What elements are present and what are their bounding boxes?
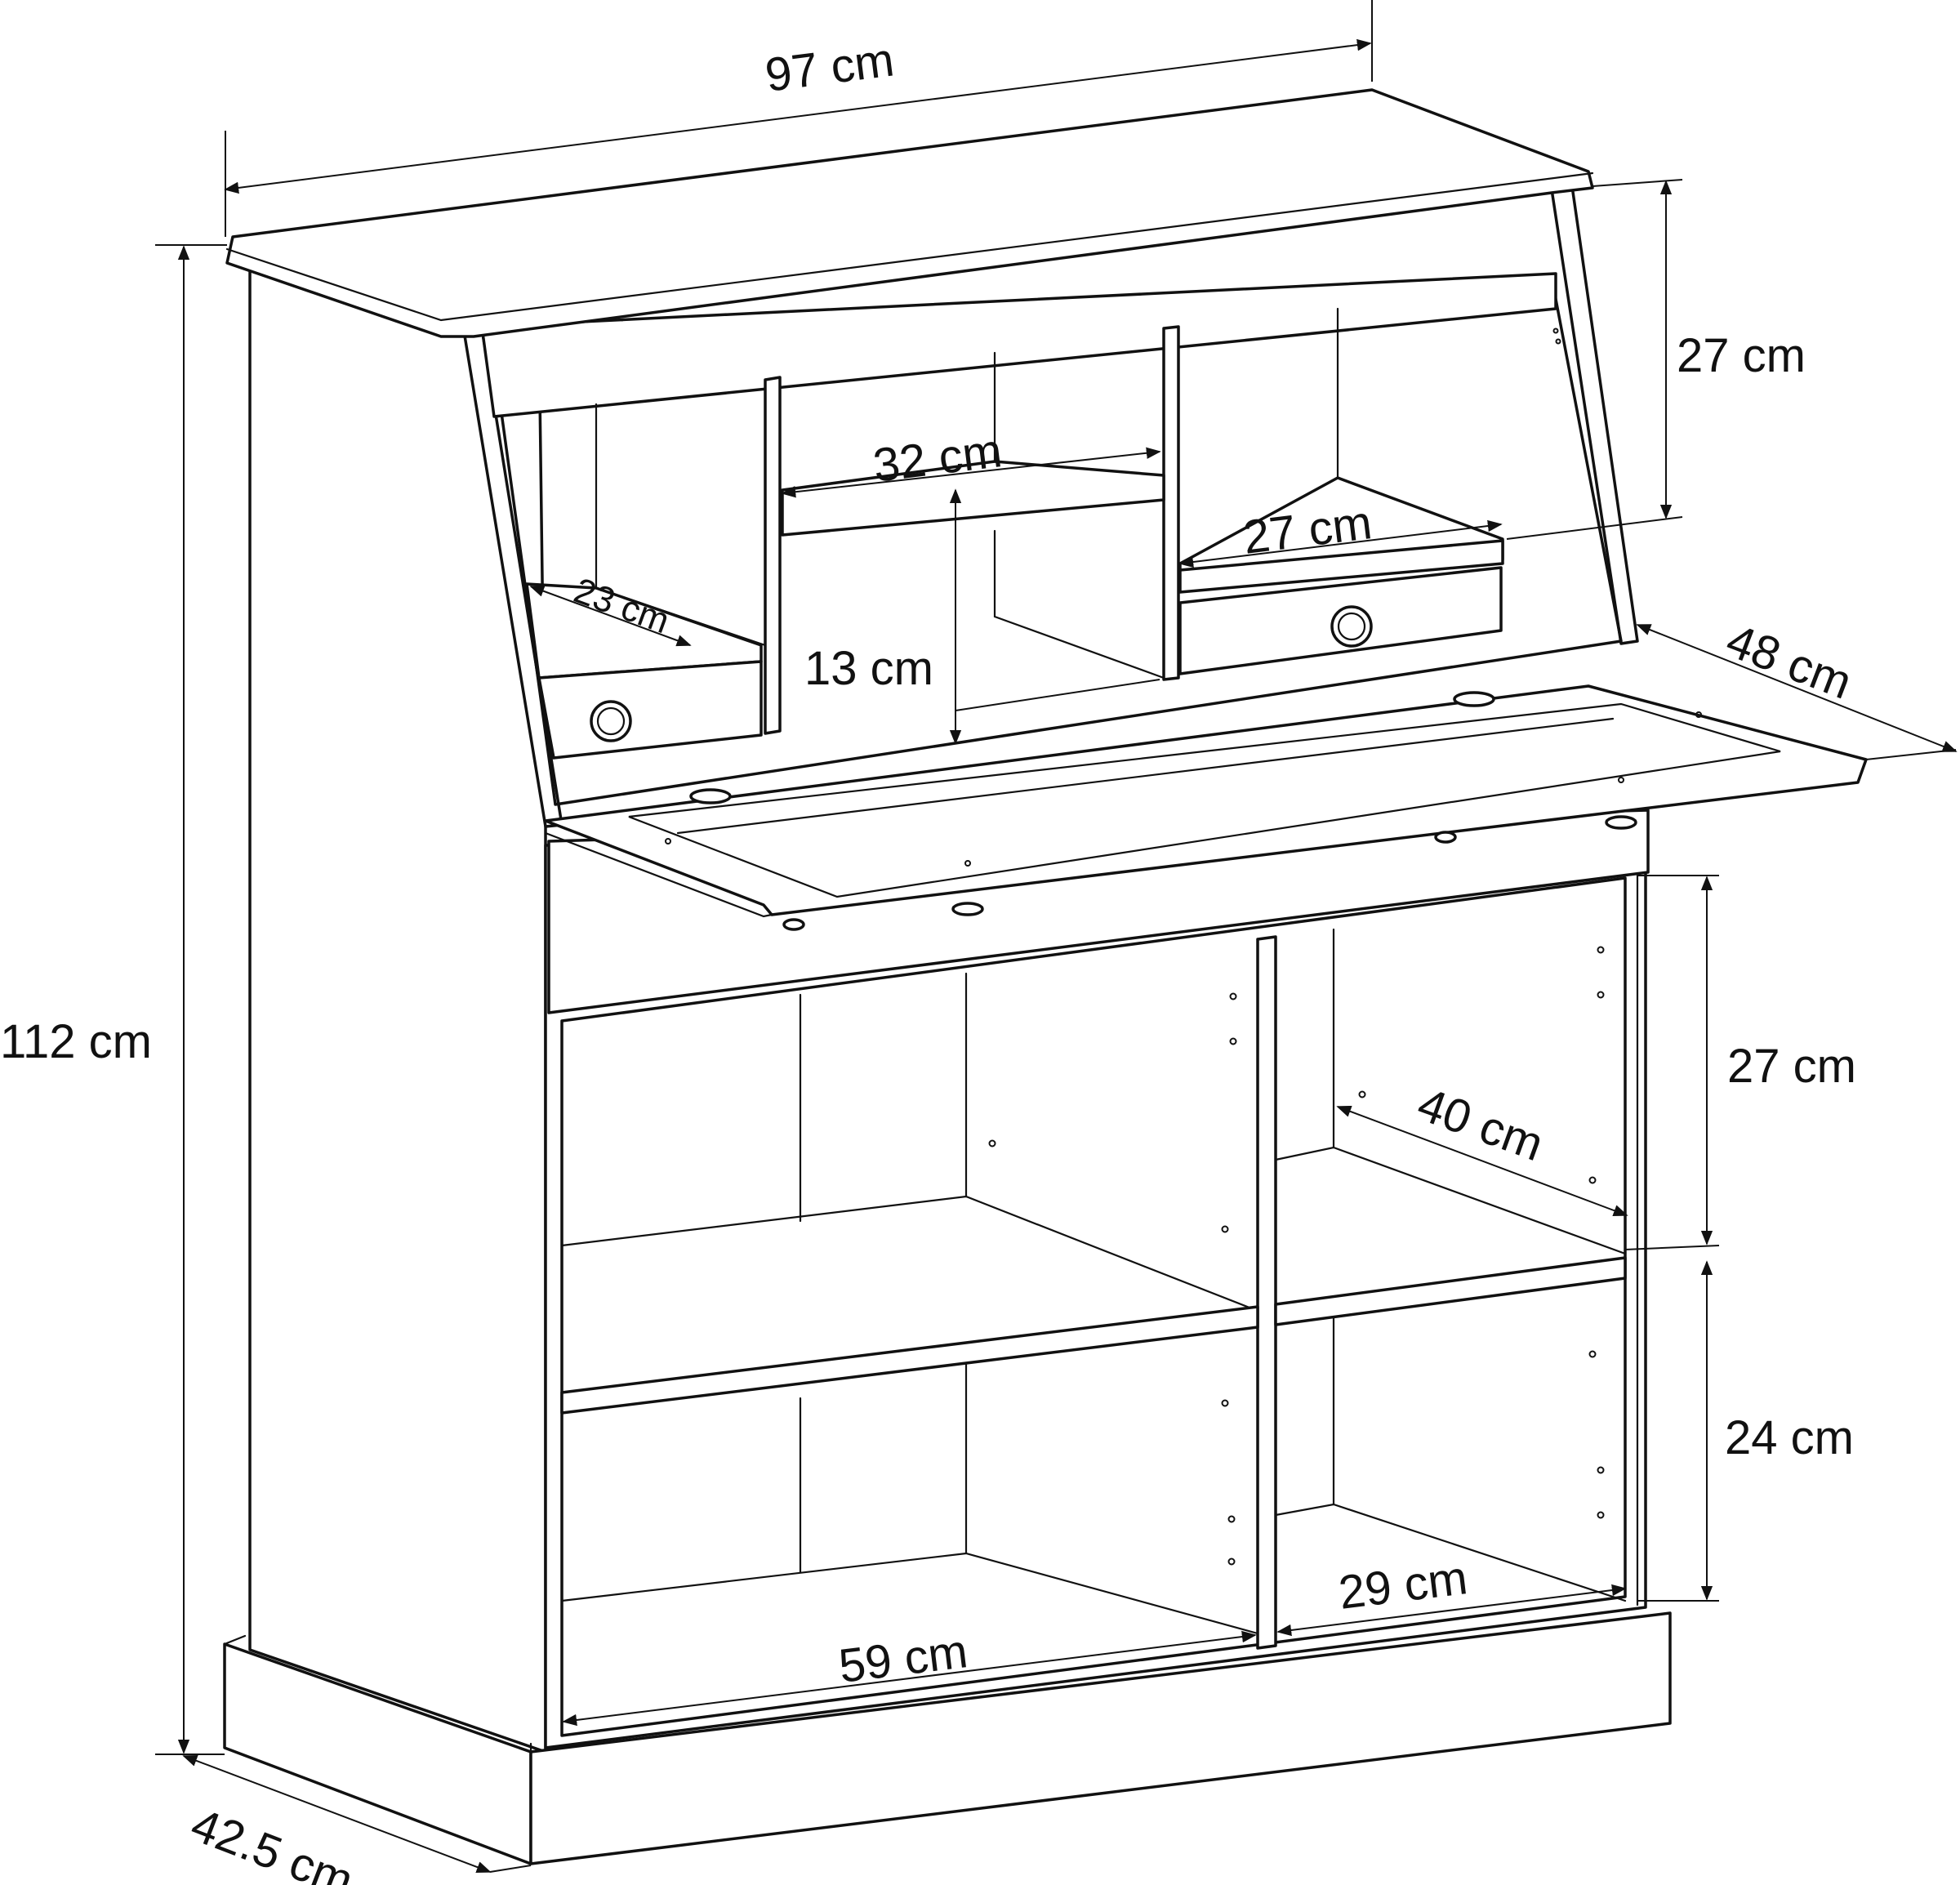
flap-outer bbox=[544, 684, 1868, 916]
divider-right bbox=[1162, 325, 1180, 681]
pigeonhole-top-rail bbox=[480, 272, 1557, 418]
label-top-height: 27 cm bbox=[1677, 329, 1806, 382]
middle-shelf bbox=[560, 1305, 1259, 1415]
flap-dot bbox=[964, 860, 971, 867]
flap-dot bbox=[665, 838, 671, 844]
left-drawer-front bbox=[537, 660, 763, 760]
label-24: 24 cm bbox=[1725, 1411, 1854, 1464]
left-back-verticals bbox=[799, 972, 968, 1574]
divider-left bbox=[764, 376, 782, 735]
top-panel-edge bbox=[225, 172, 1594, 322]
flap-bottom-edge bbox=[544, 819, 773, 918]
label-13: 13 cm bbox=[804, 642, 933, 695]
left-drawer-knob-inner bbox=[596, 706, 626, 736]
dim-flap-line bbox=[1636, 624, 1958, 752]
right-back-shelf-lines bbox=[1274, 1146, 1627, 1602]
hinge-dot bbox=[1555, 338, 1561, 345]
dimension-lines bbox=[155, 0, 1958, 1873]
right-drawer-knob-inner bbox=[1337, 612, 1366, 641]
lower-right-edge bbox=[1624, 872, 1639, 1606]
label-flap: 48 cm bbox=[1719, 613, 1859, 709]
flap-hinges bbox=[689, 691, 1637, 931]
label-depth: 42.5 cm bbox=[184, 1798, 360, 1885]
dim-depth-line bbox=[182, 1755, 492, 1873]
dim-40-line bbox=[1336, 1105, 1628, 1217]
dim-23-line bbox=[529, 585, 692, 647]
cabinet-body bbox=[223, 266, 1672, 1865]
dim-59-line bbox=[562, 1630, 1257, 1727]
dim-27-drawer-line bbox=[1178, 519, 1503, 568]
hinge-dot bbox=[1552, 328, 1559, 334]
upper-right-slant bbox=[1550, 185, 1639, 645]
left-back-shelf-lines bbox=[560, 1195, 1259, 1635]
label-height: 112 cm bbox=[0, 1015, 152, 1068]
pigeon-back-lines bbox=[595, 307, 1339, 680]
label-width: 97 cm bbox=[762, 33, 897, 102]
dim-width-line bbox=[224, 38, 1372, 194]
flap-dot bbox=[1618, 777, 1624, 783]
dim-32-line bbox=[781, 447, 1161, 498]
centre-divider bbox=[1256, 935, 1277, 1650]
dim-29-line bbox=[1276, 1584, 1627, 1637]
flap-inner-line bbox=[676, 717, 1615, 835]
plinth-top-edge bbox=[223, 1634, 532, 1754]
label-27-lower: 27 cm bbox=[1727, 1040, 1856, 1093]
plinth-front bbox=[529, 1611, 1672, 1865]
